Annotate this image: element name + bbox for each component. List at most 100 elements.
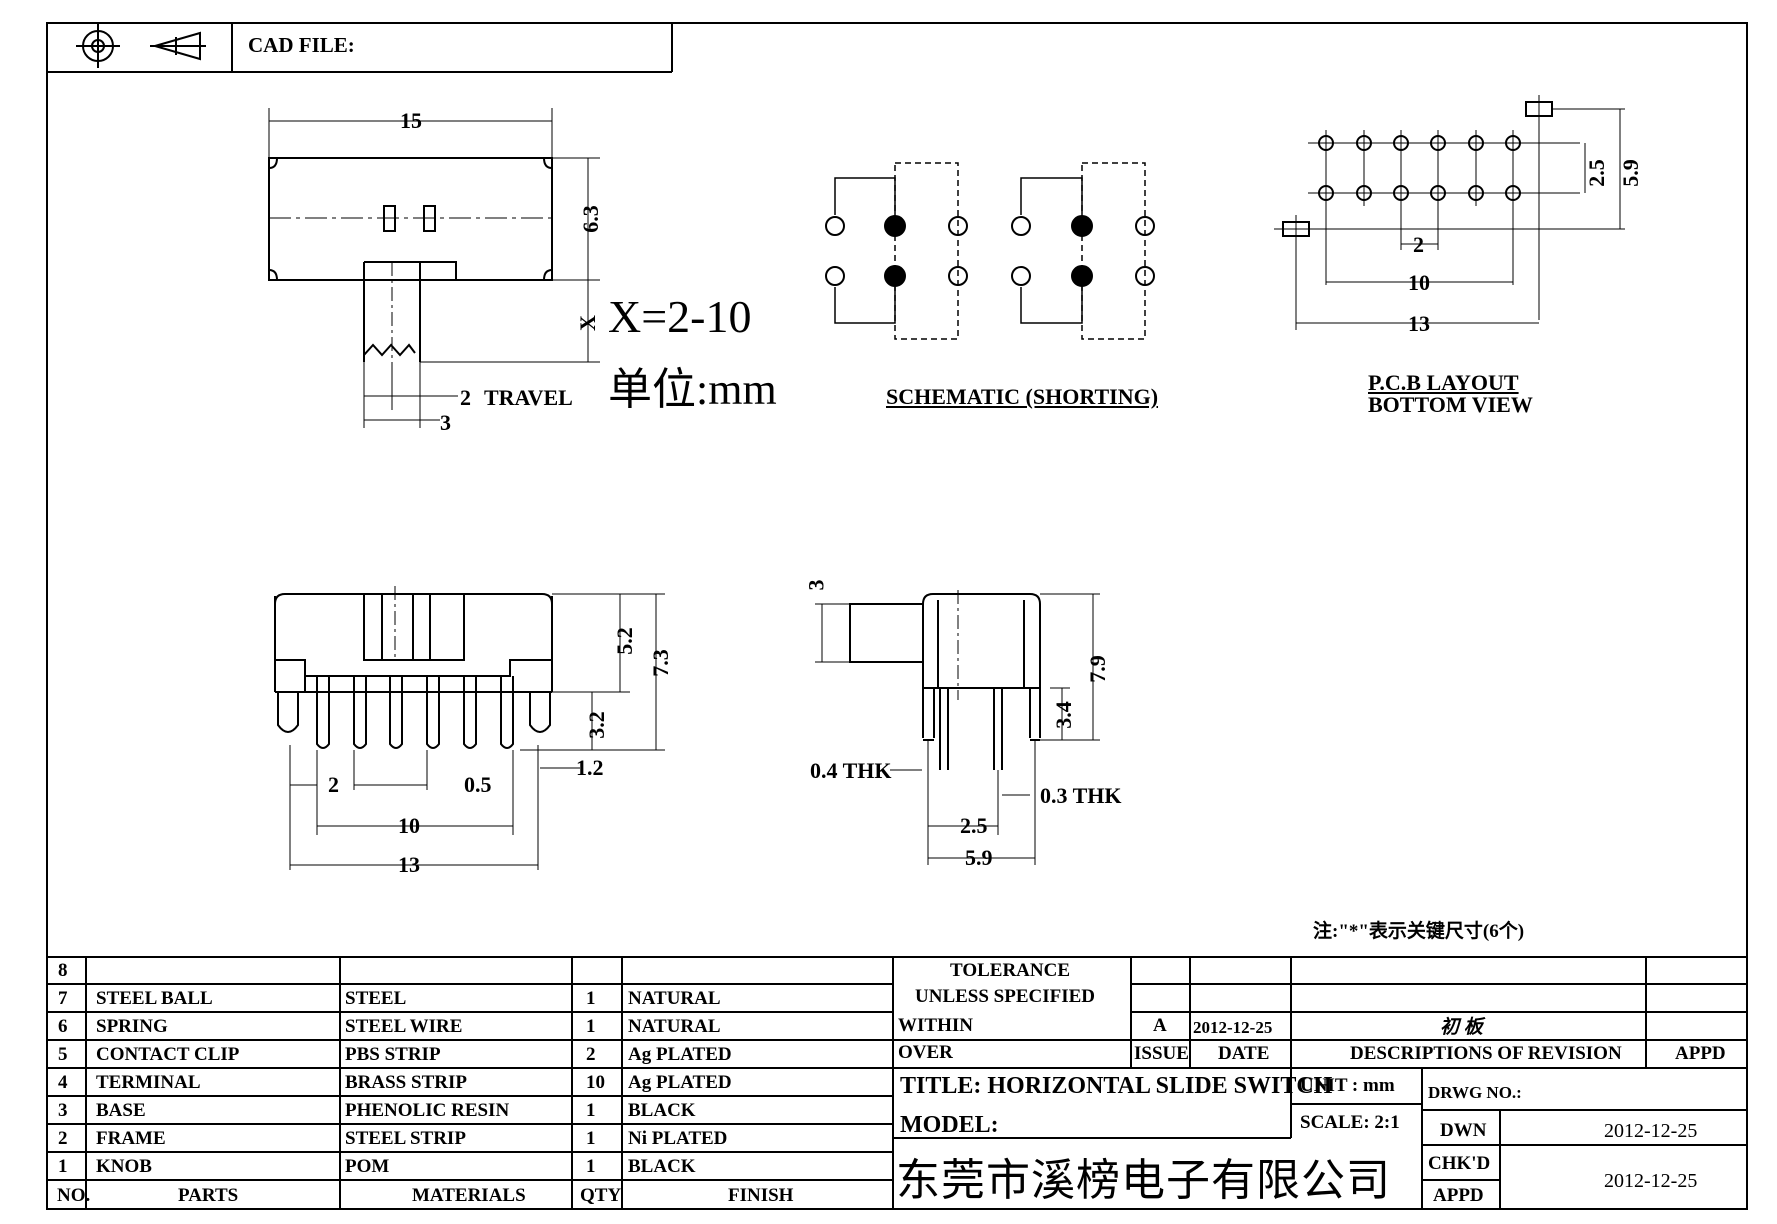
company-name: 东莞市溪榜电子有限公司	[896, 1155, 1391, 1206]
bom-header-no: NO.	[57, 1185, 91, 1206]
bom-cell-qty: 1	[586, 1128, 596, 1149]
date-label: DATE	[1218, 1043, 1270, 1064]
side-79-dim: 7.9	[1084, 655, 1110, 683]
issue-value: A	[1153, 1015, 1167, 1036]
bom-cell-finish: NATURAL	[628, 1016, 721, 1037]
top-height-dim: 6.3	[577, 205, 603, 233]
bom-cell-qty: 1	[586, 988, 596, 1009]
bom-cell-material: POM	[345, 1156, 390, 1177]
front-13-dim: 13	[398, 852, 420, 877]
front-32-dim: 3.2	[583, 711, 609, 739]
drawing-frame	[46, 22, 1748, 1210]
front-2-dim: 2	[328, 772, 339, 797]
side-view-linework	[815, 590, 1100, 865]
bom-cell-no: 5	[58, 1044, 68, 1065]
travel-label: TRAVEL	[484, 385, 573, 410]
side-25-dim: 2.5	[960, 813, 988, 838]
bom-header-materials: MATERIALS	[412, 1185, 526, 1206]
bom-cell-part: FRAME	[96, 1128, 166, 1149]
bom-cell-part: BASE	[96, 1100, 146, 1121]
bom-cell-finish: BLACK	[628, 1156, 696, 1177]
front-12-dim: 1.2	[576, 755, 604, 780]
unit-note: 单位:mm	[608, 365, 777, 414]
bom-cell-qty: 1	[586, 1156, 596, 1177]
pcb-caption-line2: BOTTOM VIEW	[1368, 392, 1533, 417]
bom-cell-no: 2	[58, 1128, 68, 1149]
bom-cell-qty: 2	[586, 1044, 596, 1065]
pcb-59-dim: 5.9	[1617, 159, 1643, 187]
dwn-label: DWN	[1440, 1120, 1487, 1141]
bom-cell-no: 7	[58, 988, 68, 1009]
bom-cell-qty: 1	[586, 1100, 596, 1121]
descriptions-label: DESCRIPTIONS OF REVISION	[1350, 1043, 1622, 1064]
schematic-caption: SCHEMATIC (SHORTING)	[886, 384, 1159, 409]
bom-cell-part: CONTACT CLIP	[96, 1044, 240, 1065]
bom-cell-finish: Ag PLATED	[628, 1072, 732, 1093]
unless-specified-label: UNLESS SPECIFIED	[915, 986, 1096, 1007]
front-05-dim: 0.5	[464, 772, 492, 797]
bom-cell-finish: Ni PLATED	[628, 1128, 728, 1149]
front-10-dim: 10	[398, 813, 420, 838]
bom-cell-material: STEEL	[345, 988, 407, 1009]
tolerance-label: TOLERANCE	[950, 960, 1071, 981]
bom-cell-material: BRASS STRIP	[345, 1072, 467, 1093]
bom-cell-qty: 1	[586, 1016, 596, 1037]
issue-label: ISSUE	[1134, 1043, 1189, 1064]
front-52-dim: 5.2	[611, 627, 637, 655]
projection-cone-icon	[150, 31, 206, 61]
side-59-dim: 5.9	[965, 845, 993, 870]
x-range-label: X=2-10	[608, 291, 752, 342]
bom-header-parts: PARTS	[178, 1185, 239, 1206]
travel-dim: 2	[460, 385, 471, 410]
thk-04-label: 0.4 THK	[810, 758, 892, 783]
pcb-caption-line1: P.C.B LAYOUT	[1368, 370, 1519, 395]
pcb-pitch-dim: 2	[1413, 232, 1424, 257]
bom-cell-part: STEEL BALL	[96, 988, 213, 1009]
top-width-dim: 15	[400, 108, 422, 133]
revision-desc: 初 板	[1440, 1017, 1483, 1038]
bom-cell-material: PBS STRIP	[345, 1044, 441, 1065]
bom-cell-no: 1	[58, 1156, 68, 1177]
model-label: MODEL:	[900, 1112, 999, 1138]
bom-header-qty: QTY	[580, 1185, 622, 1206]
scale-label: SCALE: 2:1	[1300, 1112, 1400, 1133]
side-34-dim: 3.4	[1050, 701, 1076, 729]
bom-cell-finish: Ag PLATED	[628, 1044, 732, 1065]
bom-cell-no: 6	[58, 1016, 68, 1037]
pcb-10-dim: 10	[1408, 270, 1430, 295]
bom-cell-part: SPRING	[96, 1016, 168, 1037]
dwn-date: 2012-12-25	[1604, 1120, 1698, 1142]
bom-cell-part: TERMINAL	[96, 1072, 201, 1093]
bom-cell-no: 8	[58, 960, 68, 981]
issue-date: 2012-12-25	[1193, 1018, 1273, 1037]
bom-cell-material: PHENOLIC RESIN	[345, 1100, 510, 1121]
top-view-linework	[268, 108, 600, 428]
chkd-date: 2012-12-25	[1604, 1170, 1698, 1192]
critical-dims-note: 注:"*"表示关键尺寸(6个)	[1313, 921, 1525, 942]
front-73-dim: 7.3	[647, 649, 673, 677]
pcb-25-dim: 2.5	[1583, 159, 1609, 187]
drawing-title: TITLE: HORIZONTAL SLIDE SWITCH	[900, 1073, 1333, 1099]
knob-dim: 3	[440, 410, 451, 435]
bom-cell-material: STEEL STRIP	[345, 1128, 466, 1149]
bom-cell-no: 3	[58, 1100, 68, 1121]
bom-cell-part: KNOB	[96, 1156, 152, 1177]
schematic-linework	[825, 162, 1155, 340]
projection-circle-icon	[76, 24, 120, 68]
bom-cell-qty: 10	[586, 1072, 605, 1093]
bom-cell-finish: BLACK	[628, 1100, 696, 1121]
table-grid	[46, 956, 1748, 1210]
appd2-label: APPD	[1433, 1185, 1484, 1206]
front-view-linework	[274, 586, 665, 870]
drwg-no-label: DRWG NO.:	[1428, 1083, 1522, 1102]
cad-file-label: CAD FILE:	[248, 33, 355, 57]
bom-cell-material: STEEL WIRE	[345, 1016, 463, 1037]
unit-label: UNIT : mm	[1300, 1075, 1395, 1096]
pcb-layout-linework	[1274, 95, 1625, 330]
bom-cell-finish: NATURAL	[628, 988, 721, 1009]
over-label: OVER	[898, 1042, 953, 1063]
bom-header-finish: FINISH	[728, 1185, 794, 1206]
top-x-dim: X	[574, 315, 600, 331]
side-3-dim: 3	[803, 579, 829, 591]
